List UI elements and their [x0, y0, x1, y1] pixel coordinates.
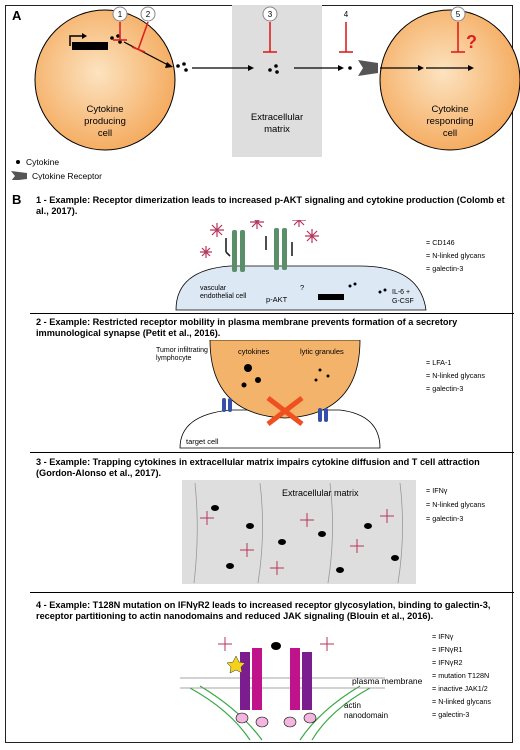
endothelial-cell: [175, 265, 427, 311]
target-cell: [179, 409, 381, 449]
q-label: ?: [300, 283, 304, 292]
gene-box: [318, 294, 344, 300]
ex4-legend-3: = mutation T128N: [432, 671, 490, 680]
ex4-legend-5: = N-linked glycans: [432, 697, 491, 706]
example-3-title: 3 - Example: Trapping cytokines in extra…: [36, 457, 480, 478]
pm-label: plasma membrane: [352, 676, 423, 686]
svg-text:nanodomain: nanodomain: [344, 711, 388, 720]
cytokine-dot: [116, 34, 120, 38]
cytokine-dot: [268, 68, 272, 72]
n-linked-glycans: [225, 236, 293, 257]
example-3-diagram: Extracellular matrix: [182, 480, 416, 584]
ex2-legend-1: = N-linked glycans: [426, 371, 485, 380]
example-2-title: 2 - Example: Restricted receptor mobilit…: [36, 317, 458, 338]
example-2-diagram: Tumor infiltrating lymphocyte cytokines …: [156, 340, 381, 449]
legend-cytokine-dot: [16, 160, 20, 164]
ex1-legend-0: = CD146: [426, 238, 455, 247]
ex4-legend-4: = inactive JAK1/2: [432, 684, 488, 693]
inhibition-bars: [113, 21, 465, 53]
example-4-title: 4 - Example: T128N mutation on IFNγR2 le…: [36, 600, 491, 621]
gene-box: [72, 42, 108, 50]
cd146-receptors: [232, 228, 287, 272]
cytokine-dot: [176, 64, 180, 68]
ex2-legend-0: = LFA-1: [426, 358, 452, 367]
lytic-label: lytic granules: [300, 347, 344, 356]
step-circle: [450, 6, 466, 22]
step-circle: [112, 6, 128, 22]
responding-cell: [379, 9, 520, 151]
lymphocyte: [209, 340, 361, 419]
example-1-title: 1 - Example: Receptor dimerization leads…: [36, 195, 505, 216]
il6-label: IL-6 +: [392, 289, 410, 296]
step-number: 2: [146, 10, 151, 19]
ex4-legend-0: = IFNγ: [432, 632, 454, 641]
ifng-dot: [271, 642, 281, 650]
matrix-box: [232, 5, 322, 157]
blocked-cross: [266, 396, 304, 426]
svg-text:endothelial cell: endothelial cell: [200, 293, 247, 300]
step-number: 5: [456, 10, 461, 19]
step-circle: [140, 6, 156, 22]
cytokine-dot: [182, 62, 186, 66]
panel-b-letter: B: [12, 192, 22, 207]
step-number: 4: [344, 10, 349, 19]
example-4-diagram: plasma membrane actin nanodomain: [180, 637, 423, 741]
ex1-legend-1: = N-linked glycans: [426, 251, 485, 260]
legend-receptor: Cytokine Receptor: [32, 171, 102, 180]
ex3-legend-1: = N-linked glycans: [426, 500, 485, 509]
ex3-legend-0: = IFNγ: [426, 486, 448, 495]
ex2-legend-2: = galectin-3: [426, 384, 464, 393]
galectin-3-shapes: [200, 509, 394, 575]
legend-cytokine: Cytokine: [26, 157, 59, 167]
ex4-legend-2: = IFNγR2: [432, 658, 463, 667]
svg-text:lymphocyte: lymphocyte: [156, 355, 192, 362]
question-mark: ?: [466, 32, 477, 52]
divider: [30, 452, 514, 453]
mutation-star: [226, 655, 246, 674]
ifng-dots: [211, 505, 399, 573]
ex4-legend-6: = galectin-3: [432, 710, 470, 719]
ifngr1-receptors: [252, 648, 300, 710]
galectin-3-shapes: [218, 637, 334, 651]
panel-a-letter: A: [12, 8, 22, 23]
til-label: Tumor infiltrating: [156, 347, 208, 354]
cell-label: vascular: [200, 285, 227, 292]
gcsf-label: G-CSF: [392, 298, 414, 305]
cytokine-dot: [184, 68, 188, 72]
cytokine-dot: [274, 64, 278, 68]
receptor-shape: [358, 60, 378, 76]
target-label: target cell: [186, 437, 219, 446]
ex1-legend-2: = galectin-3: [426, 264, 464, 273]
arrow: [123, 41, 171, 67]
ex3-legend-2: = galectin-3: [426, 514, 464, 523]
ifngr2-receptors: [240, 652, 312, 710]
cytokine-dot: [348, 66, 352, 70]
matrix-box: [182, 480, 416, 584]
galectin-3-shapes: [200, 220, 319, 258]
inactive-jak: [235, 712, 317, 728]
step-circle: [262, 6, 278, 22]
promoter-arrow: [69, 35, 84, 46]
divider: [30, 592, 514, 593]
cytokine-dot: [110, 36, 114, 40]
actin-filaments: [189, 685, 371, 741]
cytokine-dot: [275, 70, 279, 74]
cytokines-label: cytokines: [238, 347, 270, 356]
step-number: 3: [268, 10, 273, 19]
cytokine-dot: [118, 40, 122, 44]
lfa-1-receptors: [222, 398, 328, 422]
divider: [30, 313, 514, 314]
pakt-label: p-AKT: [266, 295, 288, 304]
actin-label: actin: [344, 701, 361, 710]
ex4-legend-1: = IFNγR1: [432, 645, 463, 654]
plasma-membrane: [180, 677, 385, 689]
example-1-diagram: vascular endothelial cell p-AKT ? IL-6 +…: [175, 220, 427, 311]
matrix-label: Extracellular matrix: [282, 488, 359, 498]
step-number: 1: [118, 10, 123, 19]
legend-receptor-shape: [11, 171, 27, 180]
